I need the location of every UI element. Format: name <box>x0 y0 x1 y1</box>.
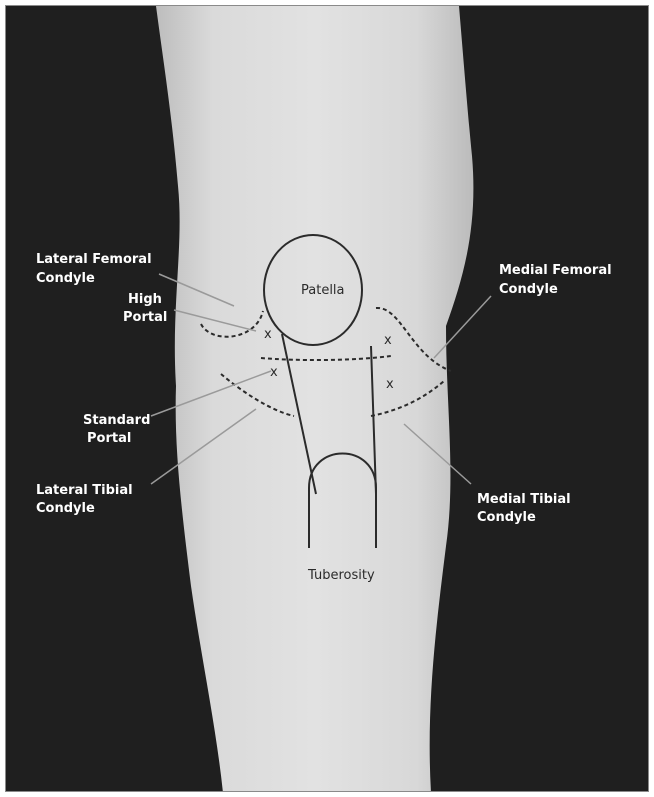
standard-portal-mark: x <box>270 365 278 380</box>
knee-diagram: x x x x Patella Tuberosity Lateral Femor… <box>6 6 649 792</box>
tuberosity-label: Tuberosity <box>307 568 375 583</box>
high-portal-label: High Portal <box>123 292 167 325</box>
lateral-femoral-condyle-label: Lateral Femoral Condyle <box>36 252 156 286</box>
high-portal-mark: x <box>264 327 272 342</box>
patella-label: Patella <box>301 283 345 298</box>
photo-panel: x x x x Patella Tuberosity Lateral Femor… <box>5 5 649 792</box>
standard-portal-label: Standard Portal <box>83 413 155 446</box>
medial-standard-portal-mark: x <box>386 377 394 392</box>
medial-femoral-condyle-label: Medial Femoral Condyle <box>499 263 616 297</box>
medial-high-portal-mark: x <box>384 333 392 348</box>
medial-tibial-condyle-label: Medial Tibial Condyle <box>477 492 575 525</box>
leg-silhouette <box>156 6 473 792</box>
lateral-tibial-condyle-label: Lateral Tibial Condyle <box>36 483 137 516</box>
